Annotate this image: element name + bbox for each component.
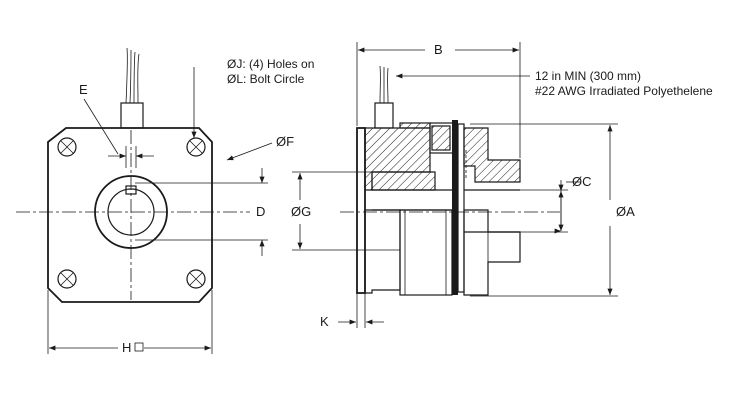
label-c: ØC bbox=[572, 174, 592, 189]
dimension-b bbox=[356, 42, 521, 158]
front-lead-exit-block bbox=[120, 102, 144, 129]
field-hub-section-top bbox=[371, 171, 436, 191]
label-g: ØG bbox=[291, 204, 311, 219]
label-holes-line1: ØJ: (4) Holes on bbox=[227, 57, 314, 71]
f-leader-line bbox=[226, 142, 273, 161]
front-body-outline bbox=[47, 127, 213, 303]
label-holes-line2: ØL: Bolt Circle bbox=[227, 72, 305, 86]
dimension-d bbox=[135, 168, 268, 256]
label-a: ØA bbox=[616, 204, 635, 219]
coil-winding bbox=[431, 125, 451, 151]
friction-disc bbox=[457, 123, 465, 293]
dimension-h bbox=[47, 290, 213, 354]
side-view bbox=[292, 42, 618, 328]
dimension-g bbox=[292, 171, 400, 251]
dimension-e bbox=[83, 98, 154, 168]
mounting-hole-top-left bbox=[57, 137, 77, 157]
front-view bbox=[16, 47, 273, 354]
armature-plate bbox=[452, 120, 458, 295]
dimension-a bbox=[470, 123, 618, 297]
front-lead-wires bbox=[125, 47, 140, 104]
label-e: E bbox=[79, 82, 88, 97]
mounting-hole-top-right bbox=[186, 137, 206, 157]
dimension-c bbox=[520, 180, 580, 233]
side-lead-exit-block bbox=[374, 102, 394, 129]
label-k: K bbox=[320, 314, 329, 329]
mounting-hole-bottom-left bbox=[57, 269, 77, 289]
label-b: B bbox=[434, 42, 443, 57]
dimension-k bbox=[338, 293, 384, 328]
side-lead-wires bbox=[379, 65, 389, 104]
mounting-hole-bottom-right bbox=[186, 269, 206, 289]
label-h: H bbox=[122, 340, 131, 355]
label-d: D bbox=[256, 204, 265, 219]
coil-cap bbox=[399, 122, 431, 129]
field-housing-lower bbox=[364, 209, 401, 294]
label-lead-line2: #22 AWG Irradiated Polyethelene bbox=[535, 84, 713, 98]
hub-section-top bbox=[463, 127, 521, 183]
field-body-lower bbox=[399, 209, 453, 296]
label-f: ØF bbox=[276, 134, 294, 149]
hub-lower bbox=[463, 209, 521, 296]
label-lead-line1: 12 in MIN (300 mm) bbox=[535, 69, 641, 83]
mounting-flange-plate bbox=[356, 127, 366, 294]
